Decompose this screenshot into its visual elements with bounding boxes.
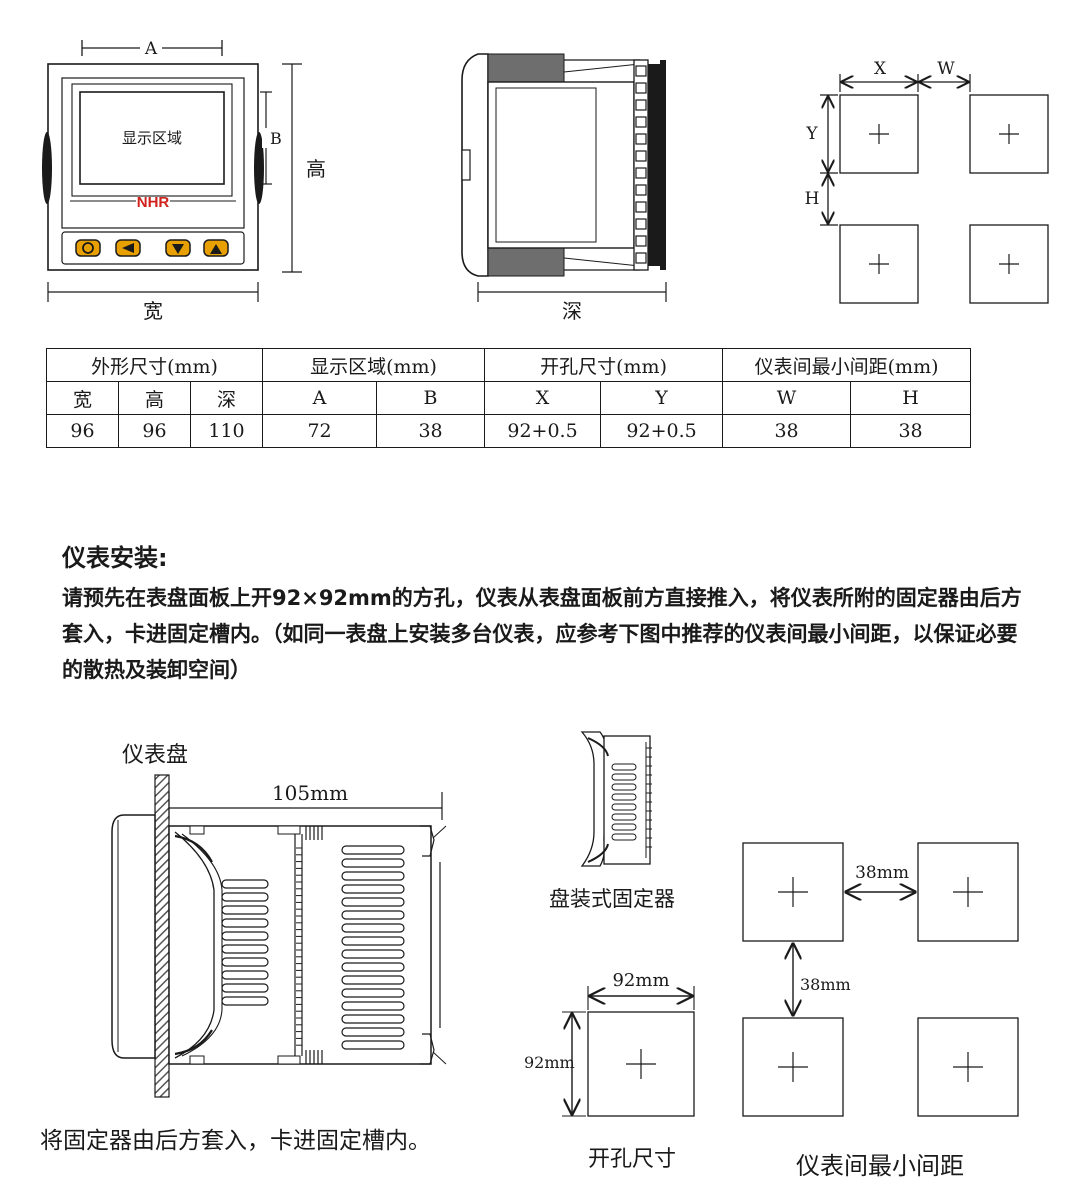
- spec-header-row: 宽 高 深 A B X Y W H: [46, 381, 972, 415]
- header-cell: Y: [600, 381, 724, 415]
- group-display: 显示区域(mm): [262, 348, 486, 382]
- spacing-caption: 仪表间最小间距: [796, 1152, 964, 1180]
- height-label: 高: [306, 157, 326, 181]
- side-view: 深: [461, 53, 667, 323]
- header-cell: 宽: [46, 381, 119, 415]
- mount-caption: 将固定器由后方套入，卡进固定槽内。: [40, 1128, 431, 1154]
- cutout-w-label: W: [937, 59, 955, 79]
- hole-height-label: 92mm: [524, 1053, 575, 1072]
- spec-group-row: 外形尺寸(mm) 显示区域(mm) 开孔尺寸(mm) 仪表间最小间距(mm): [45, 348, 972, 382]
- left-arrow-button-icon: [115, 239, 141, 257]
- install-title: 仪表安装:: [62, 544, 168, 572]
- front-view: A 显示区域 NHR B 高 宽: [42, 38, 326, 323]
- value-cell: 110: [189, 414, 264, 448]
- cutout-spacing-view: X W Y H: [805, 59, 1049, 304]
- bracket-caption: 盘装式固定器: [549, 887, 675, 911]
- nhr-logo: NHR: [137, 194, 170, 211]
- value-cell: 38: [376, 414, 486, 448]
- value-cell: 96: [46, 414, 119, 448]
- cutout-x-label: X: [874, 59, 887, 79]
- hole-width-label: 92mm: [612, 970, 669, 991]
- header-cell: W: [722, 381, 852, 415]
- group-cutout: 开孔尺寸(mm): [484, 348, 724, 382]
- display-area-label: 显示区域: [122, 129, 182, 147]
- cutout-y-label: Y: [805, 124, 818, 144]
- value-cell: 92+0.5: [600, 414, 724, 448]
- value-cell: 92+0.5: [484, 414, 602, 448]
- install-body: 请预先在表盘面板上开92×92mm的方孔，仪表从表盘面板前方直接推入，将仪表所附…: [62, 586, 1022, 682]
- depth-label: 深: [562, 299, 582, 323]
- depth-105-label: 105mm: [272, 781, 348, 805]
- header-cell: A: [262, 381, 378, 415]
- header-cell: 高: [118, 381, 191, 415]
- cutout-h-label: H: [805, 189, 820, 209]
- width-label: 宽: [143, 299, 163, 323]
- back-button-icon: [75, 239, 101, 257]
- down-arrow-button-icon: [165, 239, 191, 257]
- header-cell: 深: [189, 381, 264, 415]
- hole-caption: 开孔尺寸: [588, 1147, 676, 1172]
- spacing-h-label: 38mm: [855, 863, 909, 883]
- spacing-v-label: 38mm: [800, 975, 851, 994]
- spec-table: 外形尺寸(mm) 显示区域(mm) 开孔尺寸(mm) 仪表间最小间距(mm) 宽…: [45, 348, 972, 448]
- dim-a-label: A: [144, 39, 158, 59]
- header-cell: H: [850, 381, 972, 415]
- group-outline: 外形尺寸(mm): [45, 348, 264, 382]
- header-cell: B: [376, 381, 486, 415]
- panel-label: 仪表盘: [122, 743, 188, 768]
- value-cell: 38: [722, 414, 852, 448]
- spec-value-row: 96 96 110 72 38 92+0.5 92+0.5 38 38: [46, 414, 972, 448]
- up-arrow-button-icon: [203, 239, 229, 257]
- value-cell: 38: [850, 414, 972, 448]
- dim-b-label: B: [270, 129, 282, 148]
